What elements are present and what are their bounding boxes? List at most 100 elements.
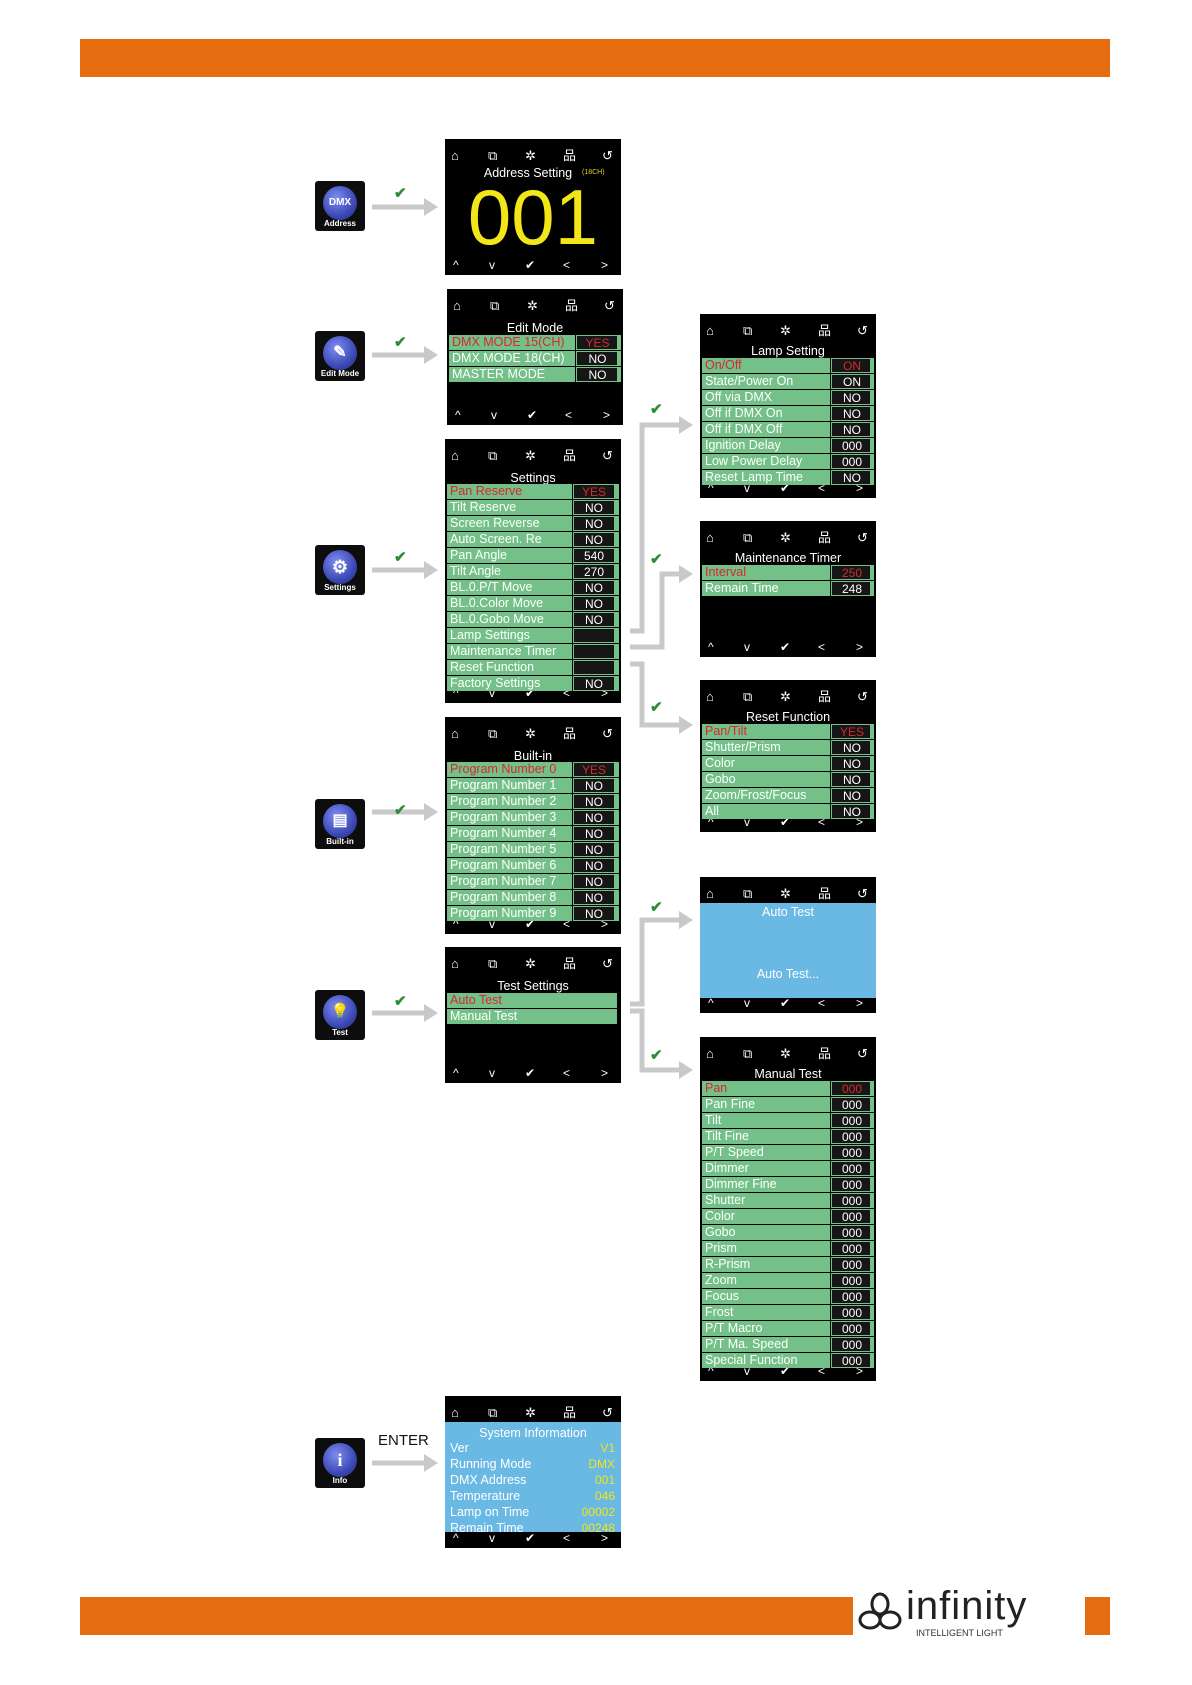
copy-icon[interactable]: ⧉ [743, 1046, 753, 1061]
scrollbar[interactable] [870, 1225, 874, 1240]
menu-row-value[interactable]: 000 [831, 1273, 873, 1288]
left-button[interactable]: < [818, 815, 826, 829]
menu-row-value[interactable]: YES [573, 484, 615, 499]
scrollbar[interactable] [615, 548, 619, 563]
effects-icon[interactable]: ✲ [780, 530, 791, 545]
copy-icon[interactable]: ⧉ [488, 726, 498, 741]
left-button[interactable]: < [563, 258, 571, 272]
right-button[interactable]: > [856, 481, 864, 495]
back-icon[interactable]: ↺ [602, 956, 613, 971]
menu-row-value[interactable]: NO [573, 778, 615, 793]
scrollbar[interactable] [615, 826, 619, 841]
menu-row-value[interactable]: NO [573, 532, 615, 547]
effects-icon[interactable]: ✲ [780, 886, 791, 901]
effects-icon[interactable]: ✲ [525, 1405, 536, 1420]
right-button[interactable]: > [601, 1066, 609, 1080]
down-button[interactable]: v [744, 640, 750, 654]
down-button[interactable]: v [744, 996, 750, 1010]
up-button[interactable]: ^ [708, 640, 714, 654]
right-button[interactable]: > [856, 640, 864, 654]
home-icon[interactable]: ⌂ [706, 886, 714, 901]
back-icon[interactable]: ↺ [857, 530, 868, 545]
right-button[interactable]: > [856, 996, 864, 1010]
left-button[interactable]: < [563, 1531, 571, 1545]
scrollbar[interactable] [615, 644, 619, 659]
menu-row-value[interactable]: 000 [831, 438, 873, 453]
menu-row-value[interactable]: YES [576, 335, 619, 350]
menu-row-value[interactable]: NO [573, 858, 615, 873]
menu-row-value[interactable]: 000 [831, 1241, 873, 1256]
menu-row-value[interactable]: 000 [831, 454, 873, 469]
menu-row-value[interactable]: 248 [831, 581, 873, 596]
up-button[interactable]: ^ [708, 996, 714, 1010]
scrollbar[interactable] [870, 1113, 874, 1128]
home-icon[interactable]: ⌂ [451, 448, 459, 463]
menu-row-value[interactable]: NO [576, 367, 619, 382]
scrollbar[interactable] [615, 874, 619, 889]
scrollbar[interactable] [870, 565, 874, 580]
menu-row-value[interactable]: YES [573, 762, 615, 777]
up-button[interactable]: ^ [455, 408, 461, 422]
scrollbar[interactable] [615, 500, 619, 515]
network-icon[interactable]: 品 [563, 726, 577, 741]
info-menu-icon[interactable]: i Info [315, 1438, 365, 1488]
menu-row-value[interactable]: NO [573, 516, 615, 531]
scrollbar[interactable] [870, 1305, 874, 1320]
network-icon[interactable]: 品 [818, 1046, 832, 1061]
home-icon[interactable]: ⌂ [453, 298, 461, 313]
menu-row-value[interactable]: V1 [600, 1441, 615, 1455]
network-icon[interactable]: 品 [563, 448, 577, 463]
home-icon[interactable]: ⌂ [706, 530, 714, 545]
menu-row-value[interactable]: 000 [831, 1129, 873, 1144]
right-button[interactable]: > [856, 815, 864, 829]
home-icon[interactable]: ⌂ [706, 1046, 714, 1061]
up-button[interactable]: ^ [708, 481, 714, 495]
scrollbar[interactable] [615, 906, 619, 921]
down-button[interactable]: v [744, 481, 750, 495]
network-icon[interactable]: 品 [818, 689, 832, 704]
scrollbar[interactable] [870, 1241, 874, 1256]
left-button[interactable]: < [565, 408, 573, 422]
left-button[interactable]: < [818, 481, 826, 495]
copy-icon[interactable]: ⧉ [743, 886, 753, 901]
scrollbar[interactable] [615, 778, 619, 793]
menu-row-value[interactable]: NO [573, 794, 615, 809]
scrollbar[interactable] [870, 1129, 874, 1144]
left-button[interactable]: < [563, 917, 571, 931]
menu-row-value[interactable]: NO [831, 740, 873, 755]
menu-row[interactable]: Reset Function [447, 660, 619, 676]
up-button[interactable]: ^ [453, 686, 459, 700]
back-icon[interactable]: ↺ [602, 1405, 613, 1420]
effects-icon[interactable]: ✲ [527, 298, 538, 313]
right-button[interactable]: > [603, 408, 611, 422]
scrollbar[interactable] [615, 532, 619, 547]
down-button[interactable]: v [489, 1066, 495, 1080]
menu-row-value[interactable]: 000 [831, 1257, 873, 1272]
effects-icon[interactable]: ✲ [780, 689, 791, 704]
settings-menu-icon[interactable]: ⚙ Settings [315, 545, 365, 595]
built-in-menu-icon[interactable]: ▤ Built-in [315, 799, 365, 849]
confirm-button[interactable]: ✔ [525, 1066, 536, 1080]
